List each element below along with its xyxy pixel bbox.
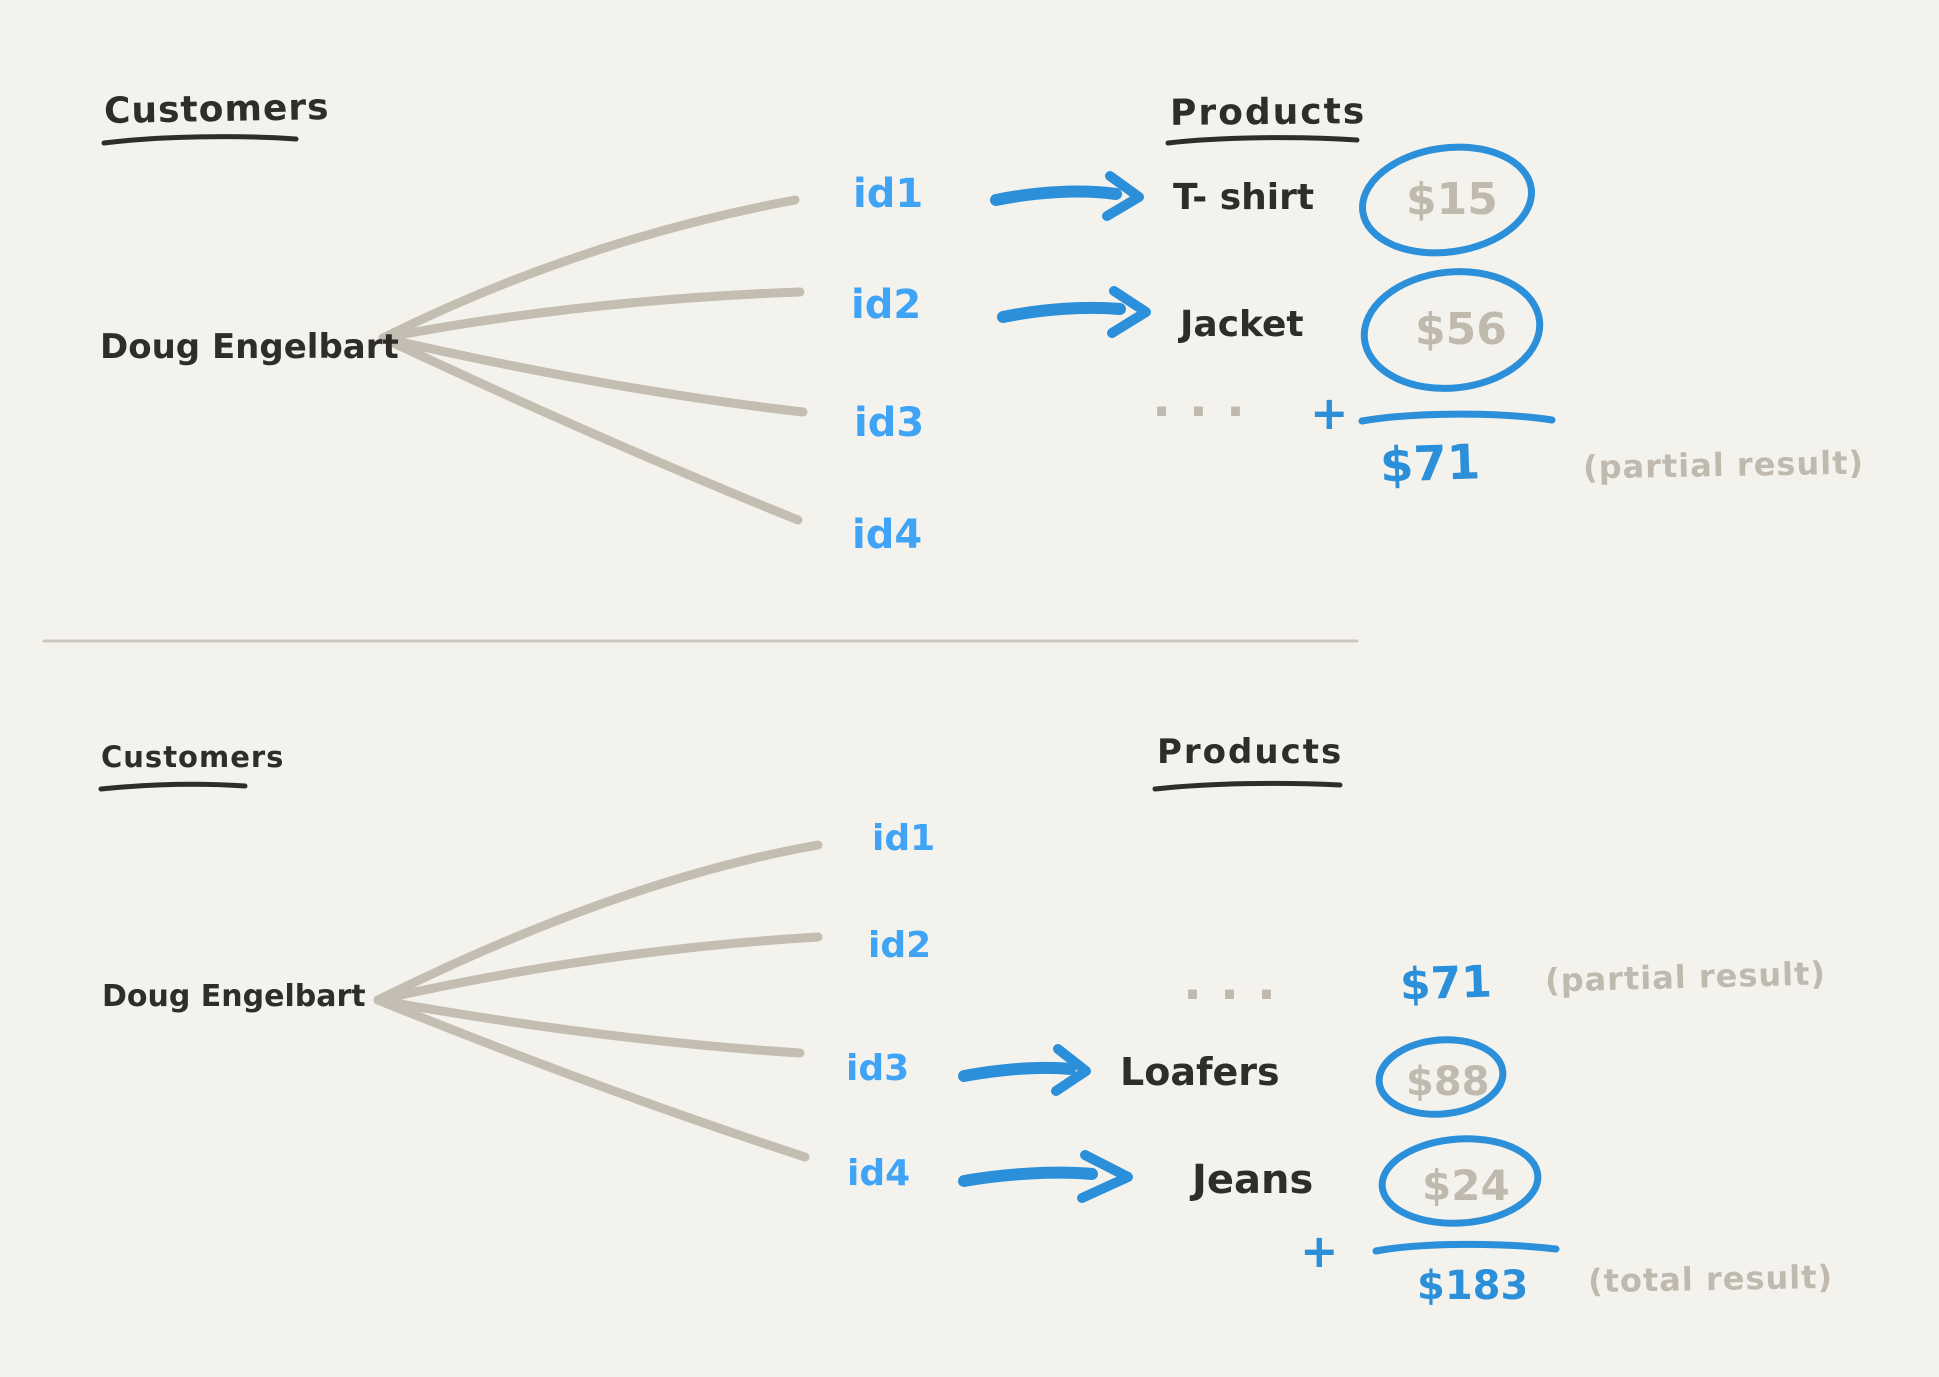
customer-name-top: Doug Engelbart <box>100 327 399 367</box>
carryover-subtotal-bottom: $71 <box>1399 956 1493 1011</box>
price-circle-jacket <box>1360 268 1544 392</box>
product-name-jacket: Jacket <box>1180 304 1304 345</box>
underline-customers-top <box>101 134 299 146</box>
price-tshirt: $15 <box>1406 174 1498 225</box>
sum-line-top <box>1358 410 1556 425</box>
customer-id3-top: id3 <box>854 400 925 446</box>
customer-id2-top: id2 <box>851 282 922 328</box>
products-heading-bottom: Products <box>1157 732 1344 772</box>
product-name-loafers: Loafers <box>1120 1050 1280 1094</box>
products-heading-top: Products <box>1169 91 1367 134</box>
price-jacket: $56 <box>1415 304 1507 355</box>
sum-line-bottom <box>1372 1240 1560 1255</box>
connector-doug-id2-top <box>378 287 805 343</box>
price-loafers: $88 <box>1406 1059 1490 1105</box>
partial-result-note-top: (partial result) <box>1582 443 1865 487</box>
connector-doug-id1-top <box>378 195 800 343</box>
price-jeans: $24 <box>1422 1161 1510 1210</box>
customer-id1-top: id1 <box>853 171 924 217</box>
underline-products-bottom <box>1152 780 1343 792</box>
underline-products-top <box>1165 135 1360 146</box>
underline-customers-bottom <box>98 781 248 792</box>
subtotal-top: $71 <box>1379 434 1482 494</box>
customer-id4-bottom: id4 <box>847 1153 911 1194</box>
total-bottom: $183 <box>1417 1263 1529 1309</box>
connector-doug-id1-bottom <box>373 840 823 1005</box>
customer-id2-bottom: id2 <box>868 925 932 966</box>
customer-id3-bottom: id3 <box>846 1048 910 1089</box>
arrow-id2-to-jacket-icon <box>997 286 1151 338</box>
connector-doug-id2-bottom <box>373 932 823 1005</box>
plus-sign-bottom: + <box>1300 1224 1339 1278</box>
arrow-id1-to-tshirt-icon <box>990 171 1144 221</box>
customers-heading-bottom: Customers <box>101 740 285 774</box>
customer-id1-bottom: id1 <box>872 818 936 859</box>
product-name-jeans: Jeans <box>1192 1157 1314 1203</box>
connector-doug-id4-top <box>378 333 803 525</box>
arrow-id3-to-loafers-icon <box>958 1044 1091 1096</box>
plus-sign-top: + <box>1310 386 1349 440</box>
customer-id4-top: id4 <box>852 512 923 558</box>
partial-result-note-bottom: (partial result) <box>1544 954 1827 1000</box>
customer-name-bottom: Doug Engelbart <box>102 979 366 1014</box>
price-circle-tshirt <box>1359 143 1535 257</box>
connector-doug-id4-bottom <box>373 995 810 1162</box>
ellipsis-bottom: ... <box>1183 953 1294 1011</box>
product-name-tshirt: T- shirt <box>1173 177 1315 218</box>
price-circle-jeans <box>1378 1135 1542 1227</box>
connector-doug-id3-bottom <box>373 995 805 1058</box>
connector-doug-id3-top <box>378 333 808 417</box>
price-circle-loafers <box>1375 1036 1507 1118</box>
ellipsis-top: ... <box>1152 370 1263 428</box>
total-result-note: (total result) <box>1587 1257 1834 1301</box>
arrow-id4-to-jeans-icon <box>958 1150 1133 1203</box>
customers-heading-top: Customers <box>103 87 330 132</box>
